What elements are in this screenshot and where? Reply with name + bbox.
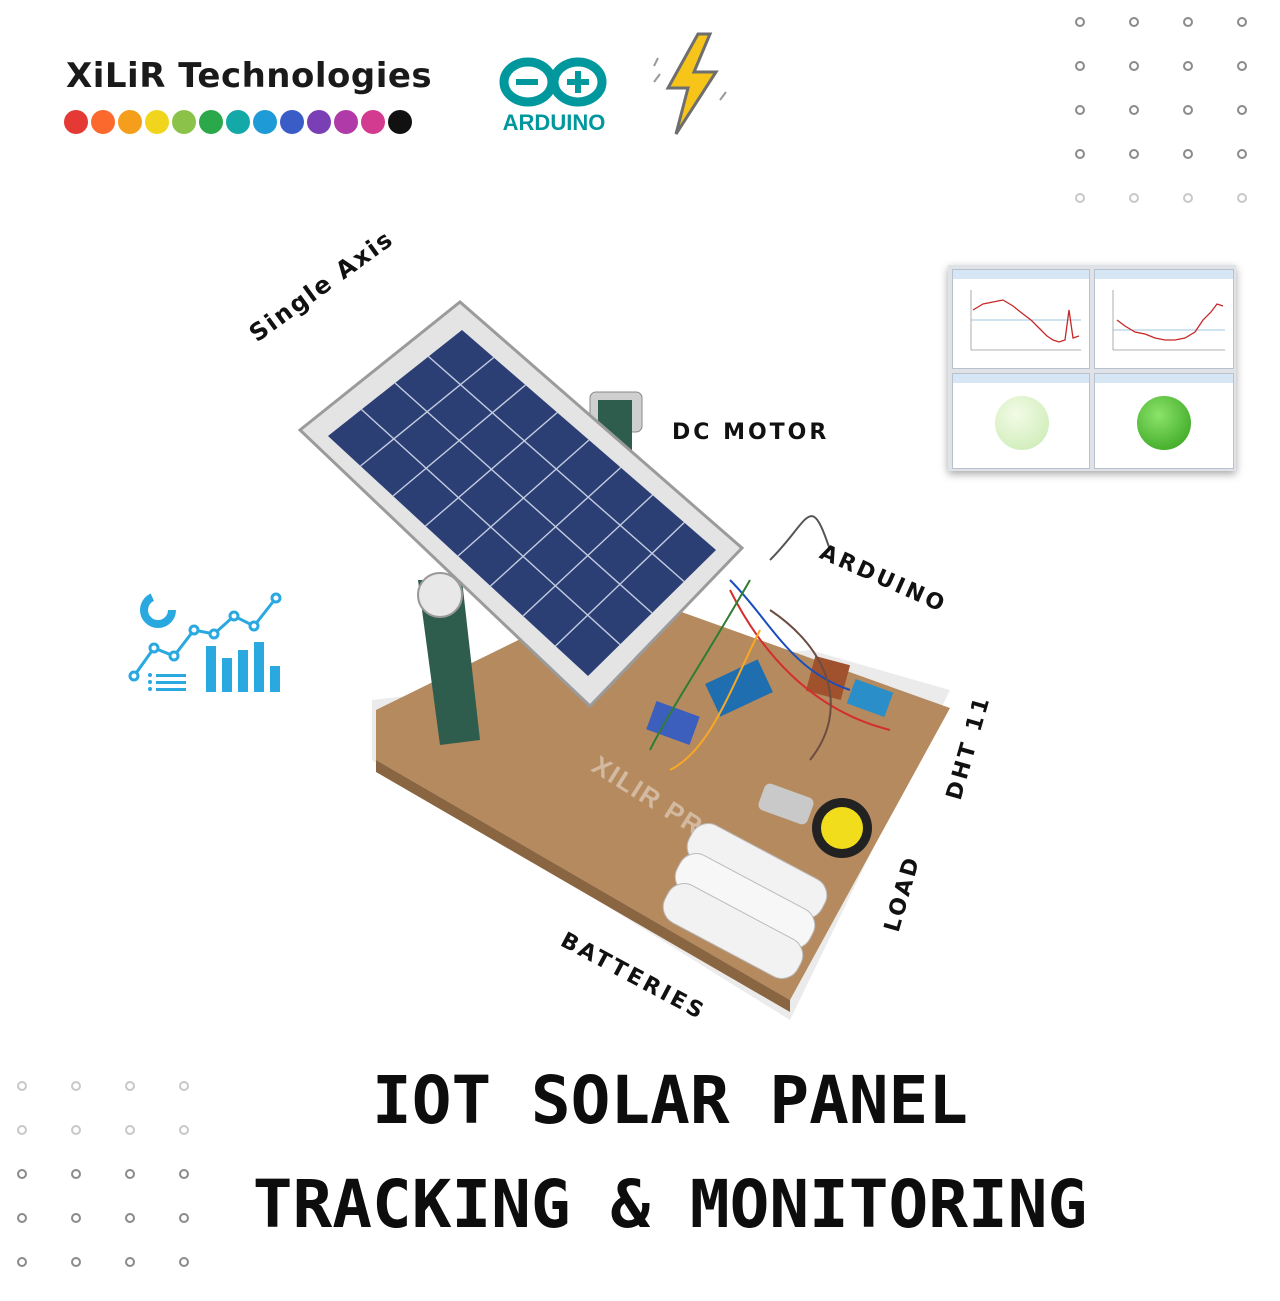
decorative-dot <box>125 1125 135 1135</box>
panel-cell-line <box>425 411 558 527</box>
decorative-dot <box>71 1257 81 1267</box>
arduino-board <box>705 659 773 717</box>
decorative-dot <box>17 1213 27 1223</box>
panel-cell-line <box>360 356 495 467</box>
decorative-dot <box>1075 17 1085 27</box>
decorative-dot <box>1237 17 1247 27</box>
decorative-dot <box>17 1169 27 1179</box>
decorative-dot <box>1075 193 1085 203</box>
panel-cell-line <box>555 521 685 647</box>
dashboard-led-panel-2 <box>1094 373 1234 469</box>
decorative-dot <box>1183 17 1193 27</box>
line-chart-thumbnail-1 <box>970 290 1081 351</box>
dashboard-led-panel-1 <box>952 373 1090 469</box>
brand-color-dot <box>307 110 331 134</box>
decorative-dot <box>1183 61 1193 71</box>
title-line-1: IOT SOLAR PANEL <box>371 1062 969 1139</box>
label-dc-motor: DC MOTOR <box>672 420 830 445</box>
dashboard-chart-panel-1 <box>952 269 1090 369</box>
decorative-dot <box>1075 149 1085 159</box>
analytics-chart-icon <box>128 592 282 692</box>
decorative-dot <box>1183 193 1193 203</box>
panel-cell-line <box>457 439 590 557</box>
decorative-dot <box>125 1257 135 1267</box>
brand-color-dot <box>334 110 358 134</box>
brand-color-dot <box>388 110 412 134</box>
solar-tracker-photo: XILIR PROJECTS <box>297 300 950 1020</box>
decorative-dot <box>71 1125 81 1135</box>
arduino-logo: ARDUINO <box>499 57 607 135</box>
brand-color-dot <box>172 110 196 134</box>
decorative-dot <box>17 1081 27 1091</box>
decorative-dot <box>71 1081 81 1091</box>
brand-color-dot <box>226 110 250 134</box>
decorative-dot <box>179 1213 189 1223</box>
load-motor-wheel <box>758 783 872 858</box>
decorative-dot <box>17 1125 27 1135</box>
decorative-dot <box>179 1169 189 1179</box>
brand-color-dot <box>199 110 223 134</box>
decorative-dot <box>1237 193 1247 203</box>
decorative-dot <box>1075 61 1085 71</box>
brand-color-dot <box>91 110 115 134</box>
decorative-dot <box>1075 105 1085 115</box>
decorative-dot <box>125 1169 135 1179</box>
dashboard-chart-panel-2 <box>1094 269 1234 369</box>
line-chart-thumbnail-2 <box>1112 290 1225 351</box>
decorative-dot <box>179 1081 189 1091</box>
arduino-logo-text: ARDUINO <box>503 110 606 135</box>
decorative-dot <box>17 1257 27 1267</box>
decorative-dot <box>1183 105 1193 115</box>
panel-cell-line <box>490 466 622 587</box>
brand-color-dots <box>64 110 412 134</box>
support-post <box>418 580 480 745</box>
brand-color-dot <box>253 110 277 134</box>
decorative-dot-grid-top-right <box>1075 17 1280 237</box>
decorative-dot <box>1129 105 1139 115</box>
decorative-dot <box>1183 149 1193 159</box>
decorative-dot <box>1129 149 1139 159</box>
brand-color-dot <box>145 110 169 134</box>
brand-color-dot <box>361 110 385 134</box>
decorative-dot-grid-bottom-left <box>17 1081 233 1301</box>
decorative-dot <box>179 1125 189 1135</box>
panel-cell-line <box>392 384 526 497</box>
decorative-dot <box>1237 61 1247 71</box>
iot-dashboard-screenshot <box>948 265 1236 471</box>
decorative-dot <box>71 1169 81 1179</box>
decorative-dot <box>1129 17 1139 27</box>
battery-pack <box>662 823 828 979</box>
decorative-dot <box>1129 193 1139 203</box>
status-led-on <box>1137 396 1191 450</box>
decorative-dot <box>1237 105 1247 115</box>
panel-cell-line <box>522 494 653 617</box>
dht11-sensor <box>846 678 894 718</box>
decorative-dot <box>1237 149 1247 159</box>
brand-color-dot <box>280 110 304 134</box>
title-line-2: TRACKING & MONITORING <box>252 1166 1088 1243</box>
decorative-dot <box>125 1081 135 1091</box>
brand-color-dot <box>118 110 142 134</box>
brand-color-dot <box>64 110 88 134</box>
lightning-bolt-icon <box>653 32 727 135</box>
solar-panel-cells <box>328 330 716 676</box>
decorative-dot <box>1129 61 1139 71</box>
status-led-off <box>995 396 1049 450</box>
decorative-dot <box>179 1257 189 1267</box>
decorative-dot <box>71 1213 81 1223</box>
brand-name: XiLiR Technologies <box>66 56 433 96</box>
decorative-dot <box>125 1213 135 1223</box>
